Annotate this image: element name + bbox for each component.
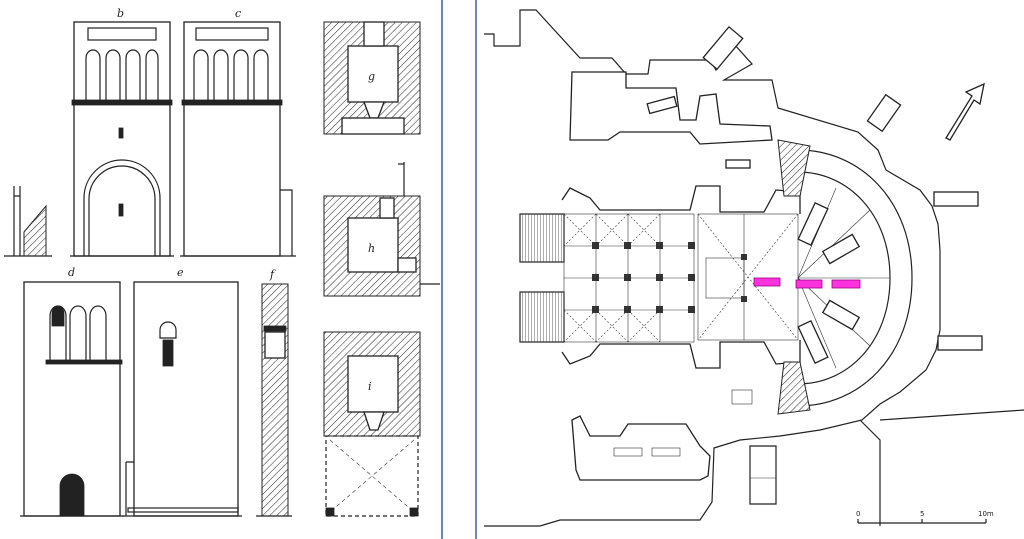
marker-1 <box>753 277 781 287</box>
elevation-e: e <box>122 266 242 517</box>
label-i: i <box>368 380 372 393</box>
west-steps-south <box>519 291 565 343</box>
label-c: c <box>235 7 241 20</box>
label-h: h <box>368 242 375 255</box>
marker-3 <box>831 279 861 289</box>
small-section-a <box>4 186 52 257</box>
label-g: g <box>368 70 375 83</box>
elevation-c: c <box>180 7 296 257</box>
label-e: e <box>177 266 184 279</box>
label-d: d <box>68 266 75 279</box>
scale-bar: 0 5 10m <box>856 510 994 524</box>
label-b: b <box>117 7 124 20</box>
scale-tick-10m: 10m <box>978 510 994 518</box>
elevation-b: b <box>70 7 174 257</box>
elevation-d: d <box>20 266 124 517</box>
section-f: f <box>256 268 292 517</box>
left-sheet: b c d <box>4 7 440 517</box>
scale-tick-5: 5 <box>920 510 924 518</box>
church-floor-plan <box>484 9 1024 527</box>
plan-i: i <box>323 331 421 517</box>
marker-2 <box>795 279 823 289</box>
label-f: f <box>269 268 276 281</box>
plan-h: h <box>323 162 440 297</box>
west-steps-north <box>519 213 565 263</box>
plan-g: g <box>323 21 421 135</box>
north-arrow-icon <box>945 82 985 141</box>
scale-tick-0: 0 <box>856 510 860 518</box>
